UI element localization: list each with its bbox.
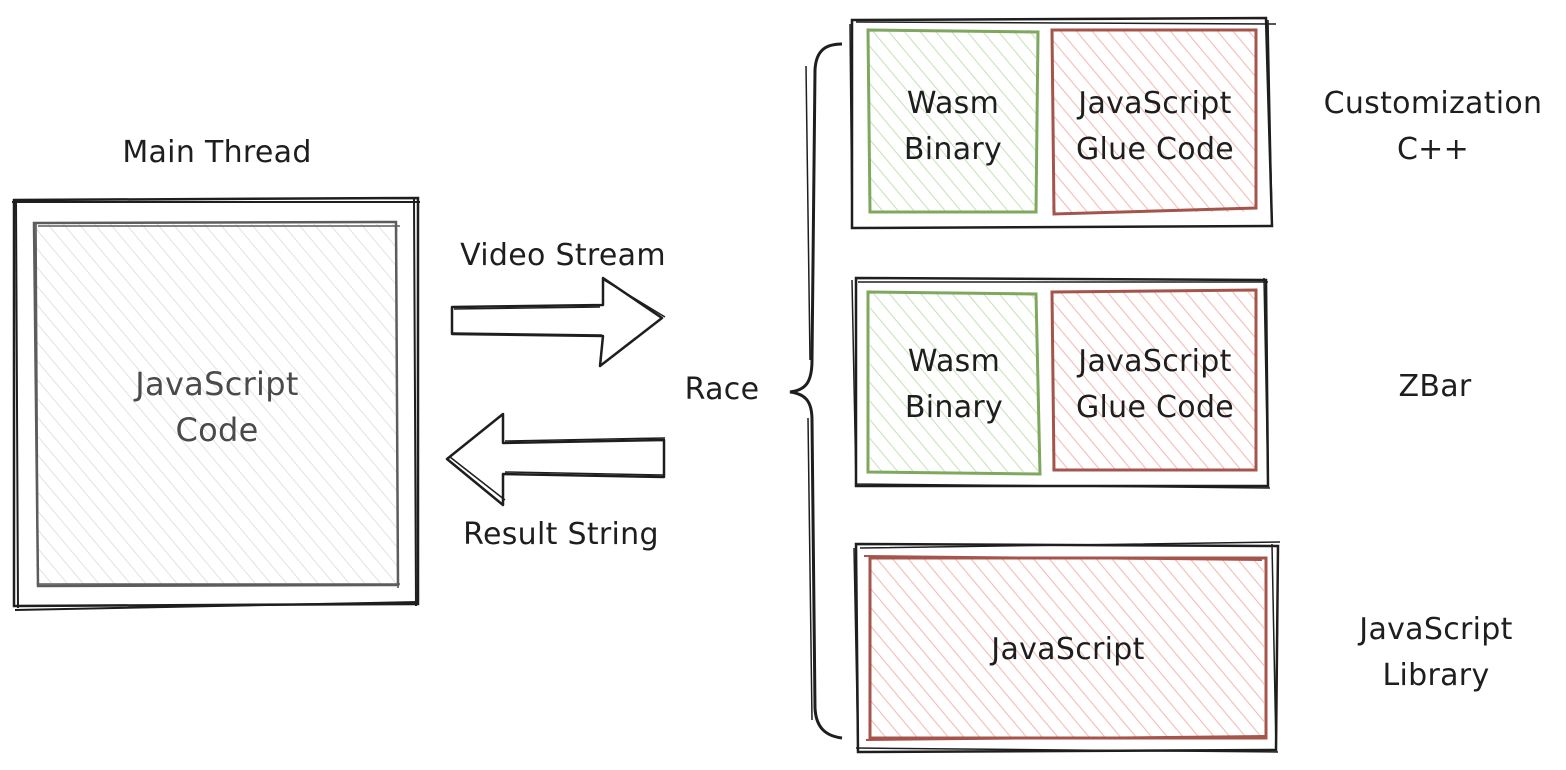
video-stream-arrow [450, 276, 666, 368]
javascript-box-3 [863, 555, 1268, 741]
glue-code-label-2: JavaScript Glue Code [1075, 344, 1235, 425]
video-stream-label: Video Stream [460, 238, 666, 273]
decoder-box-customization [849, 16, 1277, 230]
decoder-name-zbar: ZBar [1398, 369, 1472, 404]
result-string-arrow [445, 412, 666, 507]
main-thread-box [12, 196, 420, 611]
wasm-binary-box-1 [866, 28, 1040, 214]
decoder-name-customization: Customization C++ [1323, 86, 1543, 167]
result-string-label: Result String [463, 517, 659, 552]
javascript-label-3: JavaScript [991, 632, 1145, 667]
decoder-box-zbar [851, 276, 1271, 489]
race-brace [789, 42, 843, 740]
decoder-name-js-library: JavaScript Library [1359, 612, 1513, 693]
wasm-binary-label-2: Wasm Binary [904, 344, 1004, 425]
glue-code-label-1: JavaScript Glue Code [1075, 86, 1235, 167]
glue-code-box-1 [1050, 28, 1258, 216]
javascript-code-box [32, 220, 400, 589]
wasm-binary-label-1: Wasm Binary [903, 86, 1003, 167]
race-label: Race [684, 372, 760, 407]
wasm-binary-box-2 [866, 290, 1042, 476]
glue-code-box-2 [1050, 288, 1258, 472]
javascript-code-label: JavaScript Code [135, 365, 299, 449]
main-thread-title: Main Thread [122, 135, 312, 170]
decoder-box-js-library [853, 541, 1281, 754]
